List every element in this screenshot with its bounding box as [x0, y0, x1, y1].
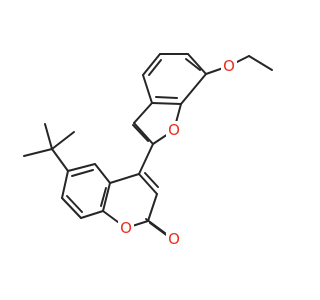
bond-tbutyl-ring — [51, 148, 69, 172]
bond-coumarin-c4-c3-inner — [144, 172, 159, 188]
bond-coumarin-c4-c3 — [138, 173, 158, 195]
bond-benzofuran-c7-c6 — [187, 53, 207, 75]
atom-label-layer: O O O O — [118, 57, 237, 248]
carbonyl-oxygen-atom: O — [166, 230, 182, 248]
bond-coumarin-c8a-c4a — [102, 182, 111, 212]
bond-benzofuran-c5-c4 — [142, 53, 161, 76]
lactone-ring-oxygen-label: O — [120, 219, 132, 237]
carbonyl-oxygen-label: O — [168, 230, 180, 248]
bond-coumarin-c8-c7-inner — [66, 195, 83, 213]
bond-coumarin-c8a-c8 — [80, 210, 104, 219]
bond-benzofuran-c5-c4-inner — [148, 59, 162, 76]
bond-layer — [23, 53, 273, 238]
ether-oxygen-label: O — [223, 57, 235, 75]
bond-coumarin-c4a-c4 — [109, 173, 140, 184]
bond-coumarin-c5-c4a — [94, 163, 111, 184]
bond-coumarin-c4a-c8a-inner — [100, 187, 107, 207]
lactone-ring-oxygen-atom: O — [118, 219, 134, 237]
bond-tbutyl-methyl-top — [44, 123, 53, 150]
bond-benzofuran-c7a-c7 — [180, 73, 207, 105]
bond-coumarin-c6-c5 — [67, 163, 96, 172]
furan-oxygen-label: O — [168, 121, 180, 139]
bond-coumarin-c6-c5-inner — [71, 169, 94, 177]
bond-furan-c3-c3a — [133, 102, 153, 124]
bond-coumarin-c3-c2 — [147, 193, 158, 222]
bond-coumarin-c7-c6 — [61, 170, 69, 199]
bond-benzofuran-c7-c6-inner — [185, 58, 201, 71]
bond-carbonyl-inner — [145, 218, 166, 234]
bond-benzofuran-coumarin-link — [138, 143, 154, 175]
bond-coumarin-c8-c7 — [61, 197, 82, 219]
furan-oxygen-atom: O — [166, 121, 182, 139]
bond-ethyl-terminal — [248, 55, 273, 71]
bond-furan-c2-c3 — [133, 122, 154, 145]
bond-tbutyl-methyl-left — [23, 148, 53, 157]
ether-oxygen-atom: O — [221, 57, 237, 75]
chemical-structure-diagram: O O O O — [23, 53, 273, 248]
bond-tbutyl-methyl-right — [51, 131, 75, 150]
bond-benzofuran-c3a-c7a-inner — [155, 96, 178, 99]
bond-benzofuran-c4-c3a — [142, 74, 153, 104]
bond-furan-c2-c3-inner — [132, 124, 149, 142]
bond-benzofuran-c3a-c7a — [151, 102, 182, 105]
